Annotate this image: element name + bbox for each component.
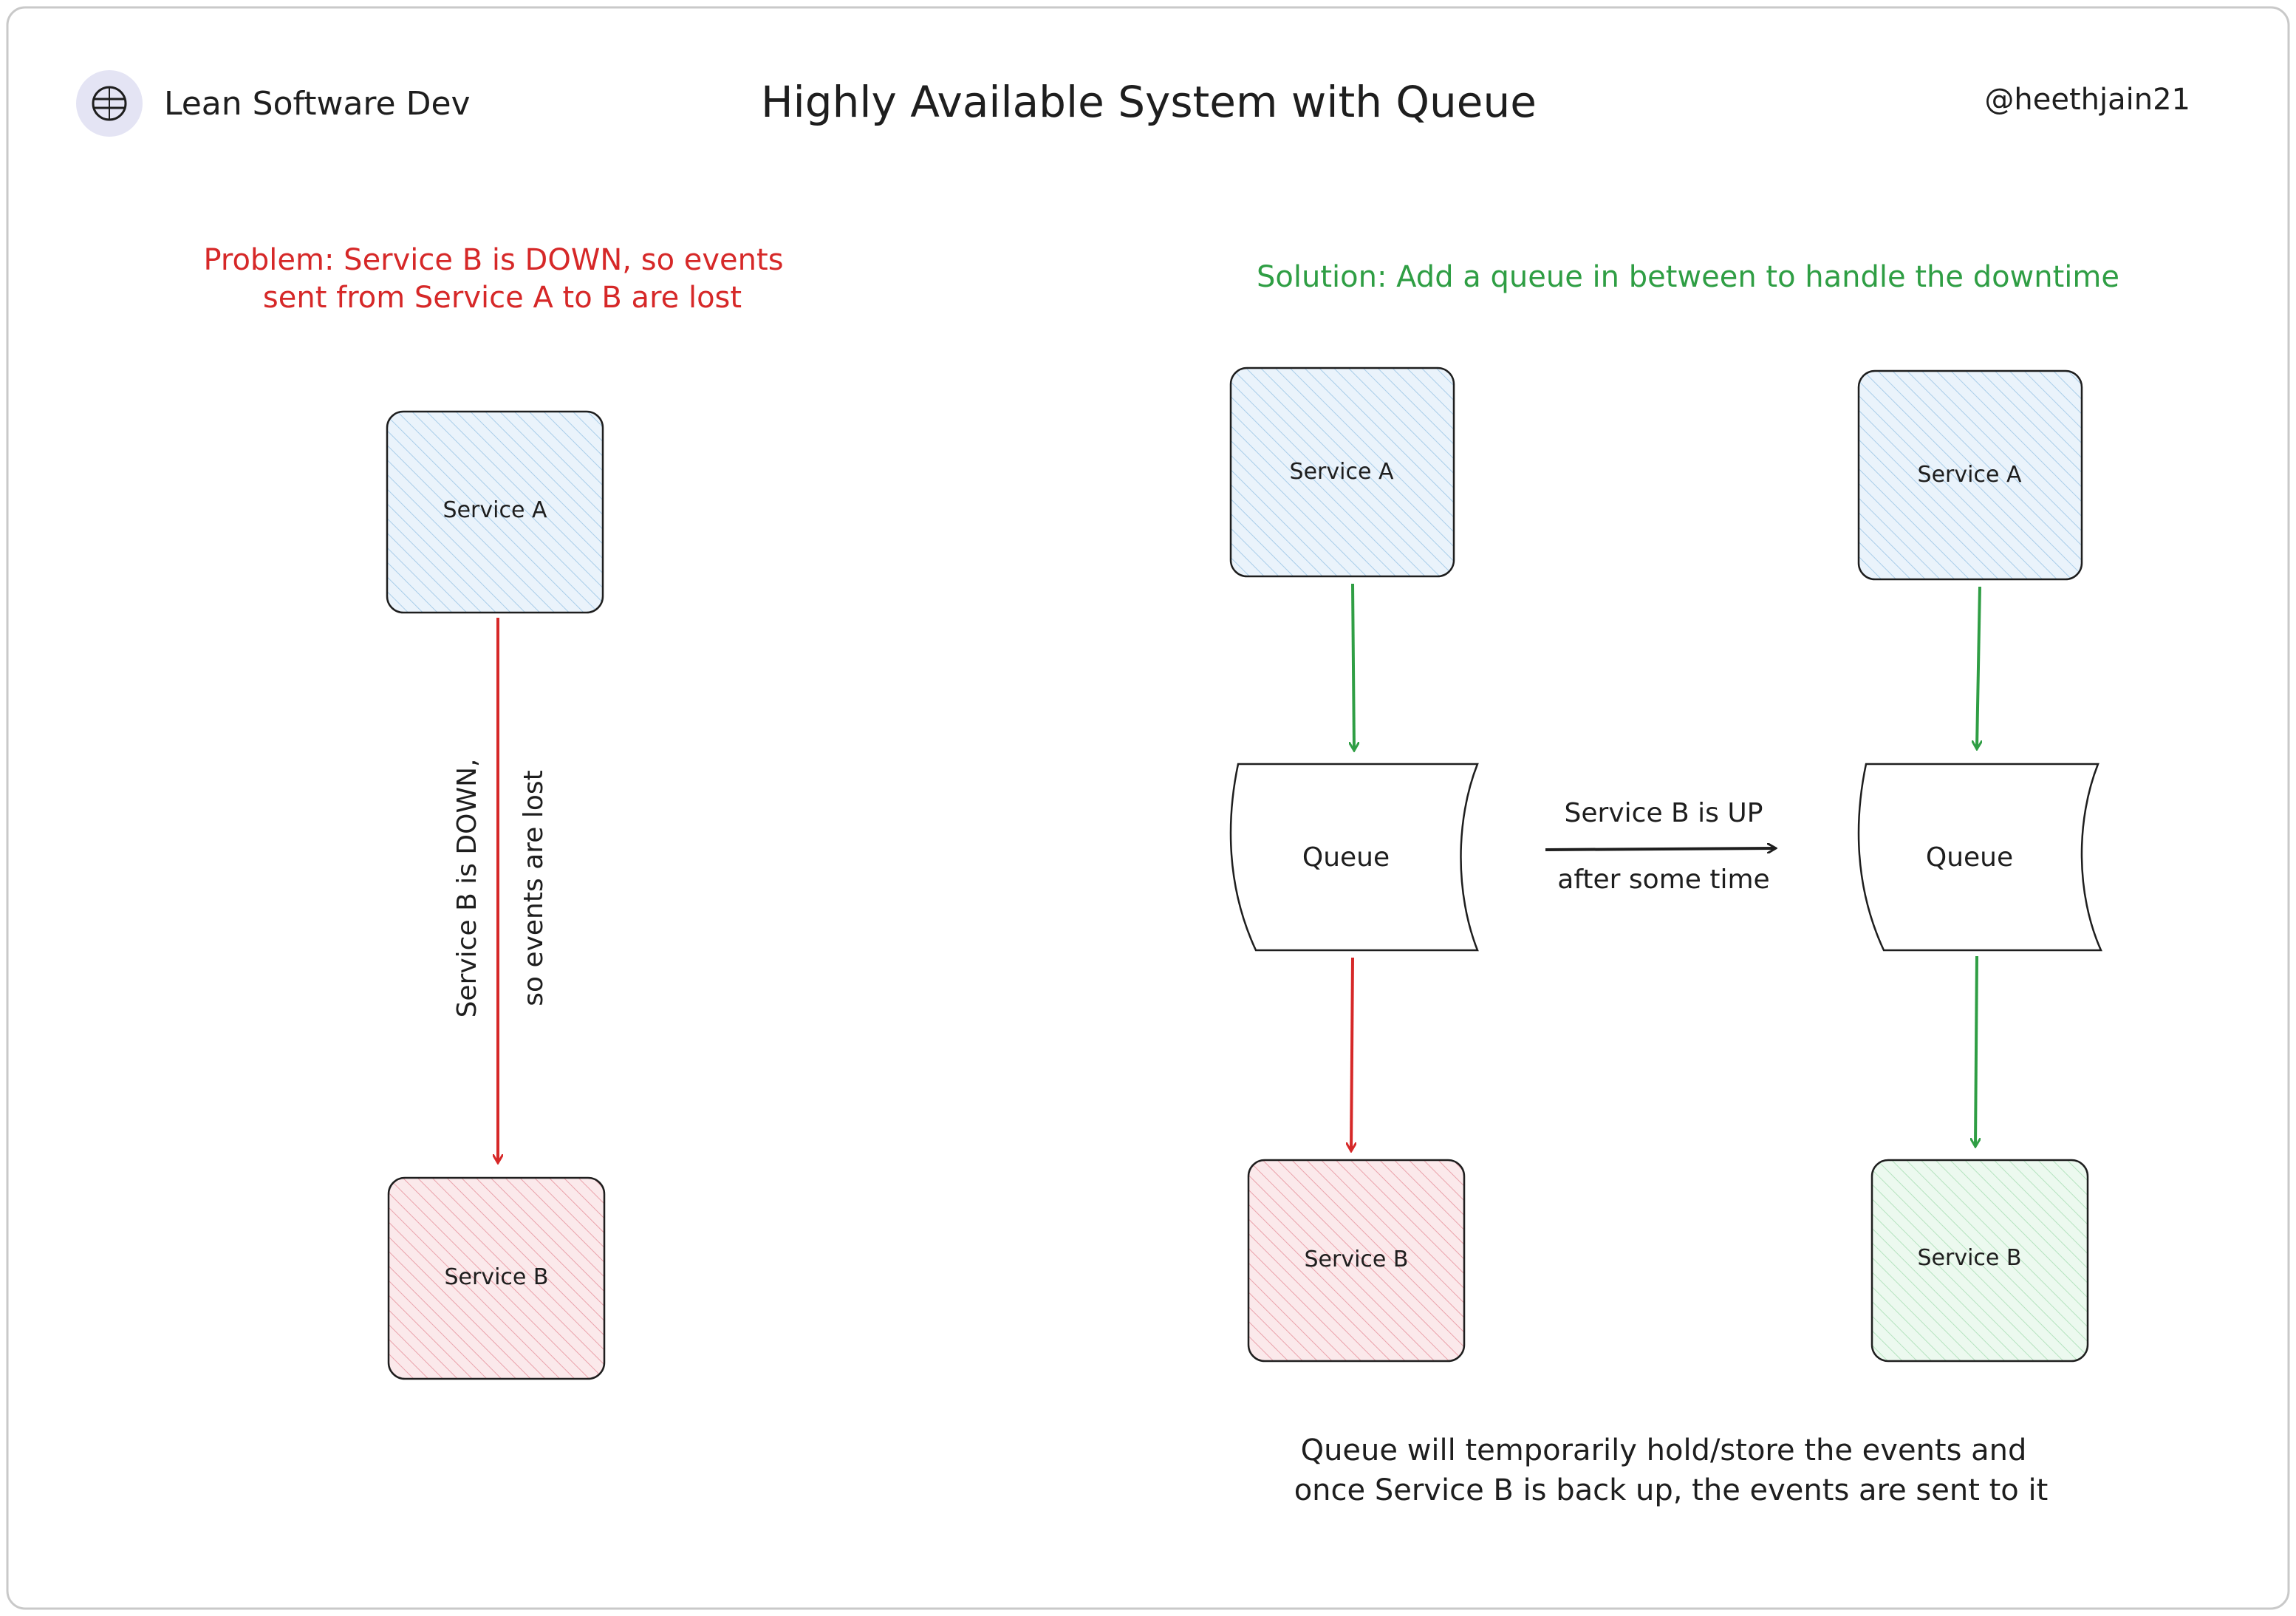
page-title: Highly Available System with Queue bbox=[761, 77, 1537, 127]
solution-right-arrow-a-to-queue bbox=[1977, 586, 1980, 748]
solution-right-queue: Queue bbox=[1857, 763, 2102, 952]
problem-service-a-label: Service A bbox=[443, 497, 547, 523]
solution-right-service-b: Service B bbox=[1870, 1159, 2089, 1363]
problem-caption: Problem: Service B is DOWN, so events bbox=[203, 243, 783, 277]
transition-arrow bbox=[1545, 848, 1774, 850]
problem-service-b-label: Service B bbox=[445, 1264, 549, 1290]
brand-name: Lean Software Dev bbox=[164, 85, 471, 123]
solution-left-service-b-label: Service B bbox=[1305, 1247, 1409, 1272]
brand-logo bbox=[76, 70, 143, 137]
author-handle: @heethjain21 bbox=[1984, 83, 2190, 117]
solution-note: Queue will temporarily hold/store the ev… bbox=[1301, 1433, 2027, 1467]
solution-left-arrow-queue-to-b bbox=[1351, 957, 1353, 1150]
solution-right-service-a-label: Service A bbox=[1918, 462, 2022, 488]
solution-caption: Solution: Add a queue in between to hand… bbox=[1257, 260, 2119, 294]
solution-right-service-a: Service A bbox=[1857, 369, 2083, 581]
problem-service-b: Service B bbox=[387, 1176, 606, 1380]
problem-arrow-label: Service B is DOWN, bbox=[452, 759, 482, 1018]
problem-arrow-label: so events are lost bbox=[519, 770, 549, 1006]
solution-left-service-a-label: Service A bbox=[1290, 459, 1394, 485]
transition-label-top: Service B is UP bbox=[1565, 798, 1763, 828]
solution-left-service-b: Service B bbox=[1247, 1159, 1466, 1363]
solution-right-service-b-label: Service B bbox=[1918, 1245, 2022, 1271]
solution-right-queue-label: Queue bbox=[1926, 842, 2013, 873]
solution-note: once Service B is back up, the events ar… bbox=[1294, 1473, 2049, 1507]
transition-label-bottom: after some time bbox=[1557, 865, 1769, 895]
solution-right-arrow-queue-to-b bbox=[1975, 955, 1977, 1145]
solution-left-arrow-a-to-queue bbox=[1353, 583, 1354, 749]
solution-left-queue-label: Queue bbox=[1302, 842, 1390, 873]
problem-caption: sent from Service A to B are lost bbox=[263, 281, 742, 315]
solution-left-service-a: Service A bbox=[1229, 367, 1455, 578]
problem-service-a: Service A bbox=[386, 410, 604, 614]
solution-left-queue: Queue bbox=[1229, 763, 1479, 952]
